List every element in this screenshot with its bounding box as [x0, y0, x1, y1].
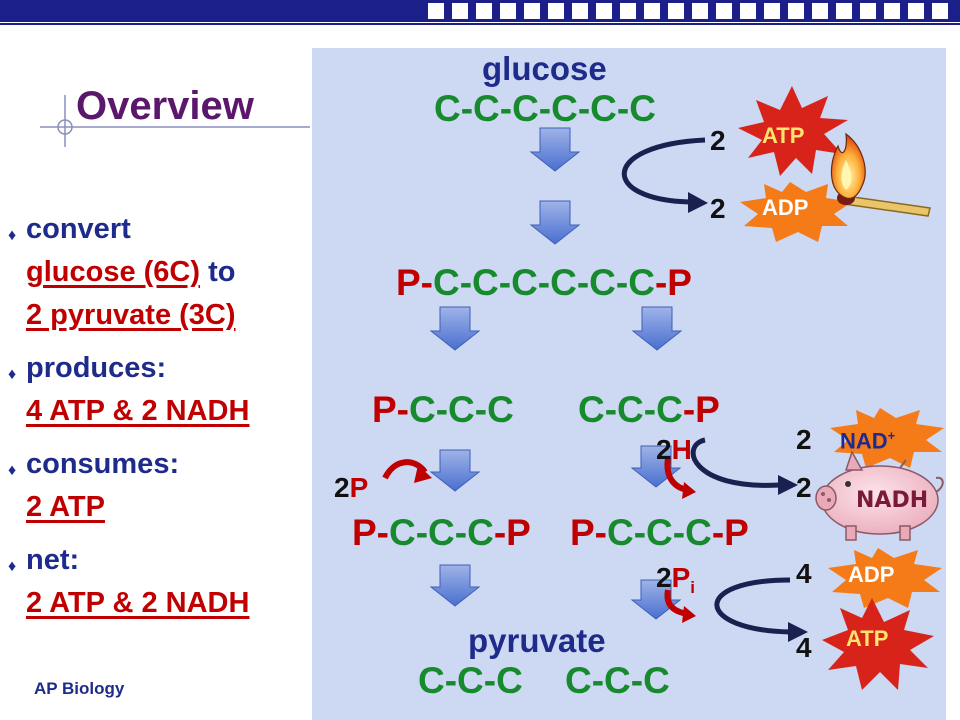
- banner-square: [740, 3, 756, 19]
- atp-in-label: ATP: [762, 123, 805, 148]
- banner-square: [500, 3, 516, 19]
- down-arrow-icon: [529, 200, 581, 245]
- banner-square: [524, 3, 540, 19]
- down-arrow-icon: [631, 306, 683, 351]
- nad-in-count: 2: [796, 424, 812, 455]
- nad-in-label: NAD+: [840, 428, 896, 454]
- banner-square: [620, 3, 636, 19]
- nad-burst: [830, 408, 944, 468]
- bullet-net: ♦ net: 2 ATP & 2 NADH: [8, 539, 312, 625]
- banner-square: [884, 3, 900, 19]
- adp-out-label: ADP: [762, 195, 809, 220]
- banner-square: [572, 3, 588, 19]
- bullet-convert: ♦ convert glucose (6C) to 2 pyruvate (3C…: [8, 208, 312, 337]
- atp-in-count: 2: [710, 125, 726, 156]
- top-banner: [0, 0, 960, 22]
- match-icon: [830, 132, 931, 217]
- adp-out-count: 2: [710, 193, 726, 224]
- bullet-line: 2 ATP: [26, 486, 312, 529]
- bisphos-left-formula: P-C-C-C-P: [352, 512, 531, 553]
- banner-square: [788, 3, 804, 19]
- atp-burst: [822, 598, 934, 690]
- bullet-icon: ♦: [8, 227, 17, 244]
- banner-square: [860, 3, 876, 19]
- bullet-line: consumes:: [26, 448, 180, 480]
- glucose-label: glucose: [482, 50, 607, 87]
- banner-square: [836, 3, 852, 19]
- adp-in-count: 4: [796, 558, 812, 589]
- bisphos-right-formula: P-C-C-C-P: [570, 512, 749, 553]
- nadh-out-count: 2: [796, 472, 812, 503]
- pyruvate-left-formula: C-C-C: [418, 660, 523, 701]
- banner-square: [644, 3, 660, 19]
- banner-square: [596, 3, 612, 19]
- banner-square: [908, 3, 924, 19]
- net-value: 2 ATP & 2 NADH: [26, 587, 250, 619]
- banner-rule: [0, 22, 960, 25]
- bullet-produces: ♦ produces: 4 ATP & 2 NADH: [8, 347, 312, 433]
- down-arrow-icon: [429, 449, 481, 492]
- down-arrow-icon: [429, 564, 481, 607]
- banner-square: [692, 3, 708, 19]
- banner-square: [452, 3, 468, 19]
- title-crosshair-icon: [40, 95, 310, 147]
- glucose-6c-text: glucose (6C): [26, 256, 201, 288]
- split-left-formula: P-C-C-C: [372, 389, 514, 430]
- bullet-line: 2 pyruvate (3C): [26, 294, 312, 337]
- pyruvate-right-formula: C-C-C: [565, 660, 670, 701]
- banner-square: [764, 3, 780, 19]
- split-right-formula: C-C-C-P: [578, 389, 720, 430]
- bullet-line: convert: [26, 213, 131, 245]
- curved-arrow-head: [688, 192, 808, 642]
- curved-arrow-icon: [621, 137, 791, 635]
- glucose-formula: C-C-C-C-C-C: [434, 88, 656, 129]
- bullet-icon: ♦: [8, 558, 17, 575]
- banner-square: [716, 3, 732, 19]
- bullet-list: ♦ convert glucose (6C) to 2 pyruvate (3C…: [8, 208, 312, 625]
- bullet-line: 2 ATP & 2 NADH: [26, 582, 312, 625]
- banner-square: [812, 3, 828, 19]
- adp-burst: [828, 548, 942, 608]
- two-pi-label: 2Pi: [656, 562, 695, 597]
- atp-out-label: ATP: [846, 626, 889, 651]
- bullet-line: net:: [26, 544, 80, 576]
- down-arrow-icon: [429, 306, 481, 351]
- two-phosphate-label: 2P: [334, 472, 369, 503]
- atp-burst: [738, 86, 848, 176]
- down-arrow-icon: [630, 579, 682, 620]
- piggy-bank-icon: [815, 450, 944, 541]
- pyruvate-label: pyruvate: [468, 622, 606, 659]
- fructose-bisphosphate-formula: P-C-C-C-C-C-C-P: [396, 262, 692, 303]
- produces-value: 4 ATP & 2 NADH: [26, 395, 250, 427]
- slide-title: Overview: [76, 84, 254, 128]
- adp-burst: [740, 182, 852, 242]
- down-arrow-icon: [529, 127, 581, 172]
- banner-square: [932, 3, 948, 19]
- bullet-line: glucose (6C) to: [26, 251, 312, 294]
- bullet-line: 4 ATP & 2 NADH: [26, 390, 312, 433]
- pyruvate-3c-text: 2 pyruvate (3C): [26, 299, 236, 331]
- two-hydrogen-label: 2H: [656, 434, 692, 465]
- banner-square: [428, 3, 444, 19]
- adp-in-label: ADP: [848, 562, 895, 587]
- banner-square: [548, 3, 564, 19]
- bullet-consumes: ♦ consumes: 2 ATP: [8, 443, 312, 529]
- nadh-out-label: NADH: [856, 488, 929, 513]
- atp-out-count: 4: [796, 632, 812, 663]
- bullet-line: produces:: [26, 352, 167, 384]
- footer-label: AP Biology: [34, 679, 125, 698]
- banner-square: [668, 3, 684, 19]
- consumes-value: 2 ATP: [26, 491, 105, 523]
- bullet-icon: ♦: [8, 366, 17, 383]
- bullet-suffix: to: [200, 256, 236, 288]
- bullet-icon: ♦: [8, 462, 17, 479]
- banner-square: [476, 3, 492, 19]
